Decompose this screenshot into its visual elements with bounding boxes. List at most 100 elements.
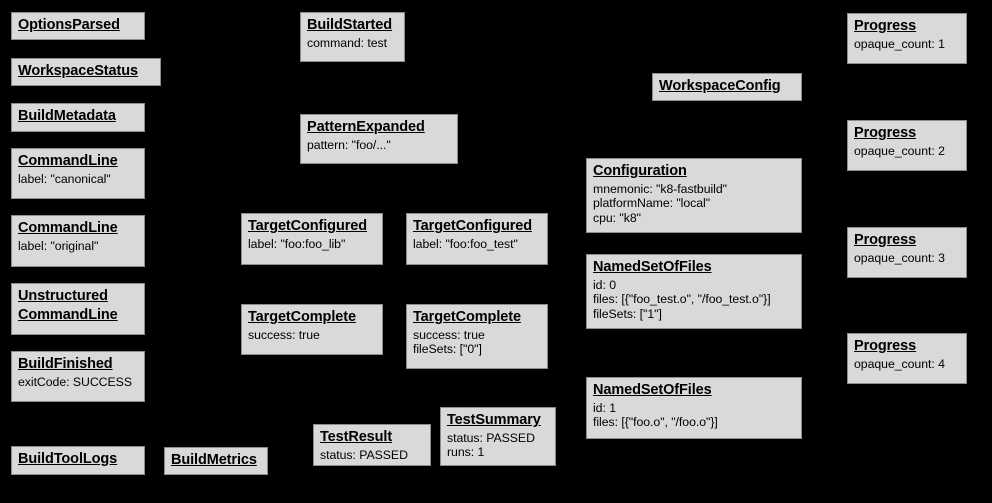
event-node-configuration[interactable]: Configuration mnemonic: "k8-fastbuild"pla…	[586, 158, 802, 233]
event-node-title: WorkspaceStatus	[18, 62, 154, 81]
event-node-build-started[interactable]: BuildStarted command: test	[300, 12, 405, 62]
event-node-title-line: BuildMetadata	[18, 108, 116, 124]
event-node-build-metrics[interactable]: BuildMetrics	[164, 447, 268, 475]
event-node-title: TargetComplete	[413, 308, 541, 327]
event-node-fields: label: "foo:foo_test"	[413, 237, 541, 252]
event-node-fields: mnemonic: "k8-fastbuild"platformName: "l…	[593, 182, 795, 226]
event-node-build-metadata[interactable]: BuildMetadata	[11, 103, 145, 132]
event-node-fields: label: "foo:foo_lib"	[248, 237, 376, 252]
event-node-title: Configuration	[593, 162, 795, 181]
event-node-field: runs: 1	[447, 445, 485, 460]
event-node-field: opaque_count: 3	[854, 250, 945, 265]
event-node-field: label: "canonical"	[18, 171, 111, 186]
event-node-title: TargetConfigured	[413, 217, 541, 236]
event-node-progress-1[interactable]: Progress opaque_count: 1	[847, 13, 967, 64]
event-node-field: exitCode: SUCCESS	[18, 374, 132, 389]
event-node-field: pattern: "foo/..."	[307, 137, 391, 152]
event-node-title-line: NamedSetOfFiles	[593, 259, 712, 275]
event-node-title: NamedSetOfFiles	[593, 258, 795, 277]
event-node-title: TestResult	[320, 428, 424, 447]
event-node-title-line: BuildFinished	[18, 356, 113, 372]
event-node-title: NamedSetOfFiles	[593, 381, 795, 400]
event-node-field: id: 0	[593, 277, 616, 292]
event-node-fields: success: true	[248, 328, 376, 343]
event-node-fields: label: "canonical"	[18, 172, 138, 187]
event-node-fields: label: "original"	[18, 239, 138, 254]
event-node-field: label: "foo:foo_test"	[413, 236, 518, 251]
event-node-field: success: true	[413, 327, 485, 342]
event-node-title: BuildToolLogs	[18, 450, 138, 469]
event-node-title-line: PatternExpanded	[307, 119, 425, 135]
event-node-title: TestSummary	[447, 411, 549, 430]
event-node-title-line: TargetConfigured	[248, 218, 367, 234]
event-node-field: fileSets: ["1"]	[593, 306, 662, 321]
event-node-field: command: test	[307, 35, 387, 50]
event-node-title-line: Progress	[854, 232, 917, 248]
event-node-title-line: OptionsParsed	[18, 17, 120, 33]
event-node-field: files: [{"foo_test.o", "/foo_test.o"}]	[593, 292, 771, 307]
event-node-fields: opaque_count: 1	[854, 37, 960, 52]
event-node-title: Progress	[854, 124, 960, 143]
event-node-title-line: BuildStarted	[307, 17, 393, 33]
event-node-build-tool-logs[interactable]: BuildToolLogs	[11, 446, 145, 475]
event-node-title-line: WorkspaceStatus	[18, 63, 138, 79]
event-node-title: WorkspaceConfig	[659, 77, 795, 96]
event-node-target-configured-foo-lib[interactable]: TargetConfigured label: "foo:foo_lib"	[241, 213, 383, 265]
event-node-title: PatternExpanded	[307, 118, 451, 137]
event-node-title: Progress	[854, 337, 960, 356]
event-node-field: label: "foo:foo_lib"	[248, 236, 346, 251]
event-node-title-line: Progress	[854, 18, 917, 34]
event-node-fields: exitCode: SUCCESS	[18, 375, 138, 390]
event-node-title-line: BuildToolLogs	[18, 451, 118, 467]
event-node-progress-3[interactable]: Progress opaque_count: 3	[847, 227, 967, 278]
event-node-field: mnemonic: "k8-fastbuild"	[593, 181, 727, 196]
event-node-title: CommandLine	[18, 219, 138, 238]
event-node-title: BuildMetrics	[171, 451, 261, 470]
event-node-title-line: Configuration	[593, 163, 687, 179]
event-node-title-line: TargetComplete	[413, 309, 521, 325]
event-node-field: status: PASSED	[320, 447, 408, 462]
event-node-title-line: WorkspaceConfig	[659, 78, 781, 94]
event-node-options-parsed[interactable]: OptionsParsed	[11, 12, 145, 40]
event-node-target-complete-lib[interactable]: TargetComplete success: true	[241, 304, 383, 355]
event-node-title-line: Progress	[854, 125, 917, 141]
event-node-fields: opaque_count: 4	[854, 357, 960, 372]
event-node-title: TargetConfigured	[248, 217, 376, 236]
event-node-title-line: CommandLine	[18, 220, 118, 236]
event-node-title-line: TargetComplete	[248, 309, 356, 325]
event-node-fields: status: PASSED	[320, 448, 424, 463]
event-node-title-line: BuildMetrics	[171, 452, 257, 468]
event-node-title: CommandLine	[18, 152, 138, 171]
event-node-field: label: "original"	[18, 238, 99, 253]
event-node-build-finished[interactable]: BuildFinished exitCode: SUCCESS	[11, 351, 145, 402]
event-node-workspace-config[interactable]: WorkspaceConfig	[652, 73, 802, 101]
event-node-fields: pattern: "foo/..."	[307, 138, 451, 153]
event-node-field: files: [{"foo.o", "/foo.o"}]	[593, 415, 718, 430]
event-node-title: BuildStarted	[307, 16, 398, 35]
event-node-title: OptionsParsed	[18, 16, 138, 35]
event-node-title: Progress	[854, 231, 960, 250]
event-node-fields: opaque_count: 3	[854, 251, 960, 266]
event-node-title: Progress	[854, 17, 960, 36]
event-node-field: platformName: "local"	[593, 196, 711, 211]
event-node-pattern-expanded[interactable]: PatternExpanded pattern: "foo/..."	[300, 114, 458, 164]
event-node-title: BuildMetadata	[18, 107, 138, 126]
event-node-command-line-original[interactable]: CommandLine label: "original"	[11, 215, 145, 267]
event-node-workspace-status[interactable]: WorkspaceStatus	[11, 58, 161, 86]
